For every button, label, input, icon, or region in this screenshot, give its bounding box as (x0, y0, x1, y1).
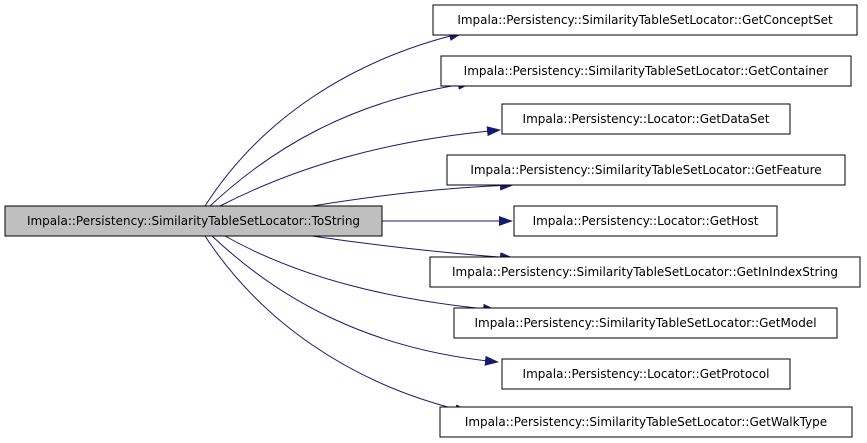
callee-node-getinindexstring[interactable]: Impala::Persistency::SimilarityTableSetL… (429, 256, 861, 288)
edge-to-getinindexstring (311, 235, 514, 263)
callee-node-getmodel[interactable]: Impala::Persistency::SimilarityTableSetL… (453, 307, 838, 339)
edge-to-getwalktype (204, 235, 469, 414)
callee-node-getconceptset[interactable]: Impala::Persistency::SimilarityTableSetL… (432, 4, 858, 36)
callee-node-getfeature[interactable]: Impala::Persistency::SimilarityTableSetL… (446, 154, 846, 186)
root-node[interactable]: Impala::Persistency::SimilarityTableSetL… (4, 205, 383, 237)
root-node-label: Impala::Persistency::SimilarityTableSetL… (27, 214, 360, 228)
callee-label: Impala::Persistency::Locator::GetDataSet (523, 112, 770, 126)
callee-node-getwalktype[interactable]: Impala::Persistency::SimilarityTableSetL… (439, 406, 853, 438)
callee-node-getdataset[interactable]: Impala::Persistency::Locator::GetDataSet (501, 103, 791, 135)
callee-node-gethost[interactable]: Impala::Persistency::Locator::GetHost (513, 205, 778, 237)
root-node-box (4, 205, 383, 237)
edge-to-getconceptset (204, 31, 463, 207)
edge-to-getfeature (311, 180, 514, 207)
callee-label: Impala::Persistency::SimilarityTableSetL… (470, 163, 821, 177)
edge-to-getprotocol (211, 235, 499, 366)
callee-label: Impala::Persistency::SimilarityTableSetL… (464, 64, 829, 78)
callee-label: Impala::Persistency::SimilarityTableSetL… (465, 415, 827, 429)
callee-node-getprotocol[interactable]: Impala::Persistency::Locator::GetProtoco… (501, 358, 791, 390)
callee-label: Impala::Persistency::Locator::GetHost (533, 214, 759, 228)
callee-label: Impala::Persistency::SimilarityTableSetL… (457, 13, 833, 27)
edge-to-getcontainer (209, 79, 472, 207)
callee-label: Impala::Persistency::SimilarityTableSetL… (474, 316, 816, 330)
edge-to-getmodel (224, 235, 497, 314)
edge-to-getdataset (219, 126, 501, 207)
callee-node-getcontainer[interactable]: Impala::Persistency::SimilarityTableSetL… (440, 55, 852, 87)
callee-label: Impala::Persistency::SimilarityTableSetL… (452, 265, 838, 279)
edges (204, 31, 514, 414)
callee-label: Impala::Persistency::Locator::GetProtoco… (523, 367, 770, 381)
